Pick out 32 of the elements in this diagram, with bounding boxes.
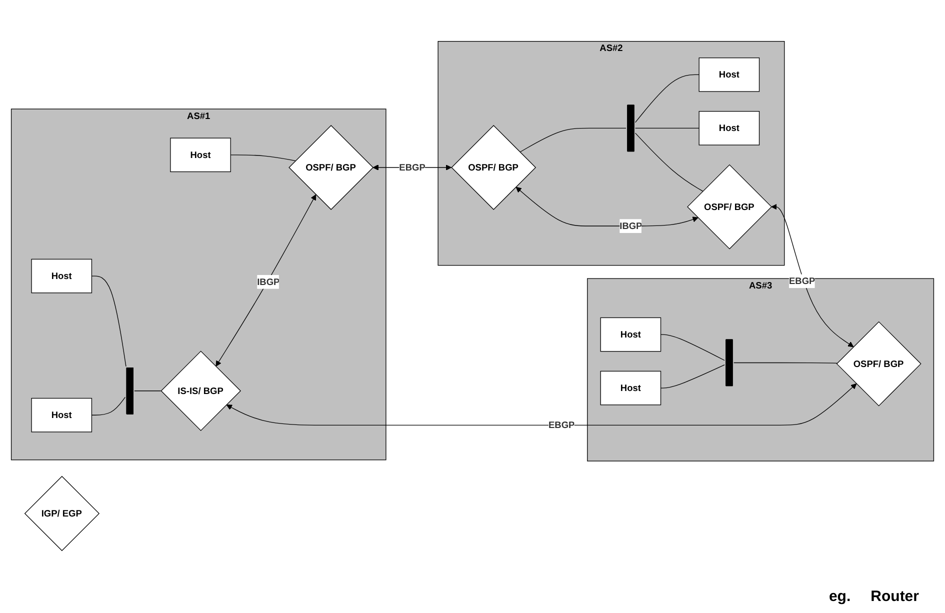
cluster	[587, 278, 934, 462]
node-box	[698, 111, 760, 146]
arrow	[516, 186, 698, 226]
connector	[520, 128, 626, 152]
connector	[91, 396, 126, 416]
node-box	[698, 58, 760, 92]
node-diamond	[687, 164, 772, 250]
connector	[733, 362, 838, 364]
node-box	[600, 370, 662, 406]
arrow	[216, 194, 316, 366]
node-diamond	[836, 321, 922, 406]
node-box	[170, 138, 231, 172]
connector	[634, 74, 700, 123]
cluster	[438, 41, 785, 266]
node-box	[31, 258, 92, 294]
connector	[660, 364, 725, 388]
node-box	[31, 398, 92, 432]
connector	[230, 154, 296, 162]
node-diamond	[451, 125, 536, 210]
example-label: eg.	[828, 588, 851, 605]
example-label: Router	[870, 588, 919, 605]
node-diamond	[24, 476, 100, 552]
connector	[660, 334, 725, 361]
cluster	[10, 108, 386, 460]
connector	[91, 276, 126, 367]
node-diamond	[160, 350, 242, 432]
connector	[134, 390, 162, 392]
connector	[634, 132, 704, 192]
arrow	[226, 383, 857, 426]
node-diamond	[288, 125, 374, 210]
arrow	[771, 204, 854, 348]
node-box	[600, 317, 662, 352]
